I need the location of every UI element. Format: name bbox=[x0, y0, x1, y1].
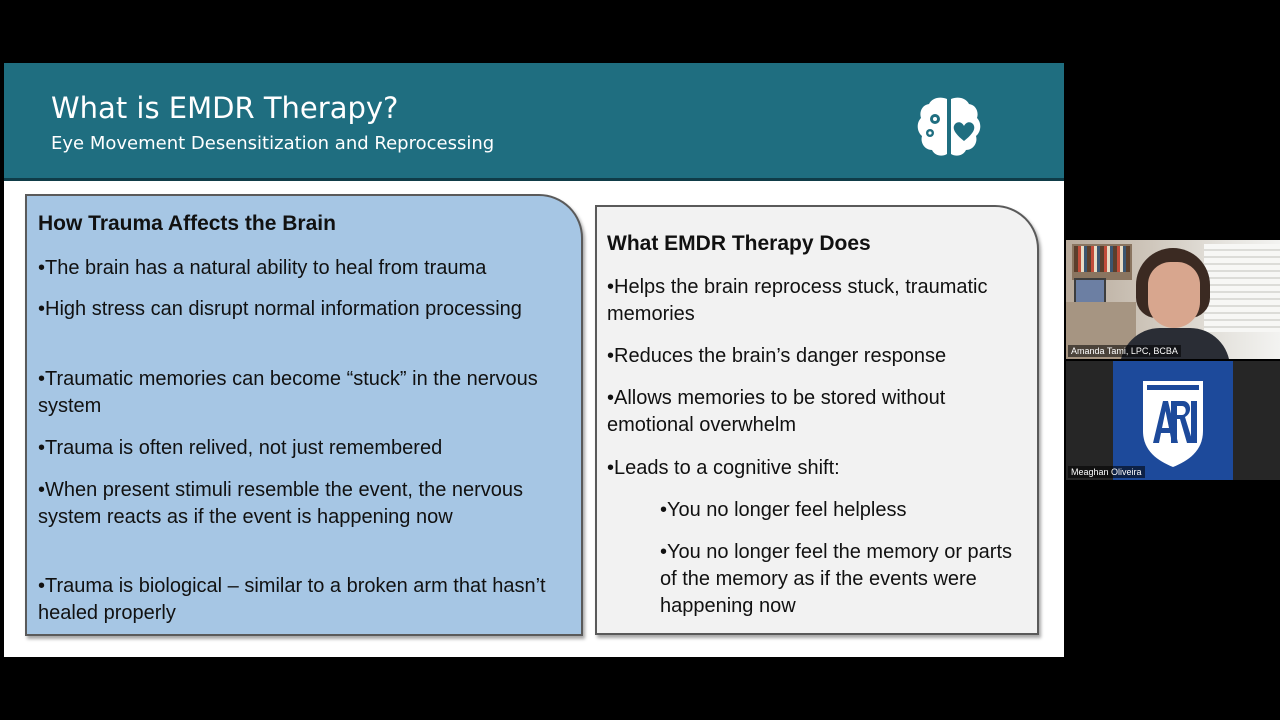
bullet-item: •Leads to a cognitive shift: bbox=[607, 457, 840, 479]
bullet-item: •Helps the brain reprocess stuck, trauma… bbox=[607, 276, 988, 325]
slide-subtitle: Eye Movement Desensitization and Reproce… bbox=[51, 133, 495, 154]
bullet-item: •Traumatic memories can become “stuck” i… bbox=[38, 368, 538, 417]
bullet-item: •High stress can disrupt normal informat… bbox=[38, 298, 522, 320]
bullet-item: •Trauma is often relived, not just remem… bbox=[38, 437, 443, 459]
bullet-item: •When present stimuli resemble the event… bbox=[38, 479, 524, 528]
brain-gears-heart-icon bbox=[917, 97, 981, 156]
panel-heading: How Trauma Affects the Brain bbox=[38, 212, 336, 235]
bullet-item: •Allows memories to be stored without em… bbox=[607, 387, 946, 436]
bullet-item: •Trauma is biological – similar to a bro… bbox=[38, 575, 546, 624]
participant-name-label: Amanda Tami, LPC, BCBA bbox=[1068, 345, 1181, 357]
window-blinds bbox=[1204, 244, 1280, 332]
participant-face bbox=[1148, 262, 1200, 328]
emdr-does-panel: What EMDR Therapy Does •Helps the brain … bbox=[595, 205, 1039, 635]
books bbox=[1074, 246, 1130, 272]
shared-slide: What is EMDR Therapy? Eye Movement Desen… bbox=[4, 63, 1064, 657]
participant-video-tile[interactable]: Amanda Tami, LPC, BCBA bbox=[1066, 240, 1280, 359]
slide-title: What is EMDR Therapy? bbox=[51, 91, 399, 125]
panel-heading: What EMDR Therapy Does bbox=[607, 232, 871, 255]
participant-logo-tile[interactable]: Meaghan Oliveira bbox=[1066, 361, 1280, 480]
ari-logo-icon bbox=[1113, 361, 1233, 480]
trauma-brain-panel: How Trauma Affects the Brain •The brain … bbox=[25, 194, 583, 636]
participant-name-label: Meaghan Oliveira bbox=[1068, 466, 1145, 478]
bullet-item: •The brain has a natural ability to heal… bbox=[38, 257, 487, 279]
bullet-item: •Reduces the brain’s danger response bbox=[607, 345, 947, 367]
sub-bullet-item: •You no longer feel helpless bbox=[660, 499, 907, 521]
picture-frame bbox=[1074, 278, 1106, 304]
sub-bullet-item: •You no longer feel the memory or parts … bbox=[660, 541, 1013, 617]
slide-header: What is EMDR Therapy? Eye Movement Desen… bbox=[4, 63, 1064, 181]
